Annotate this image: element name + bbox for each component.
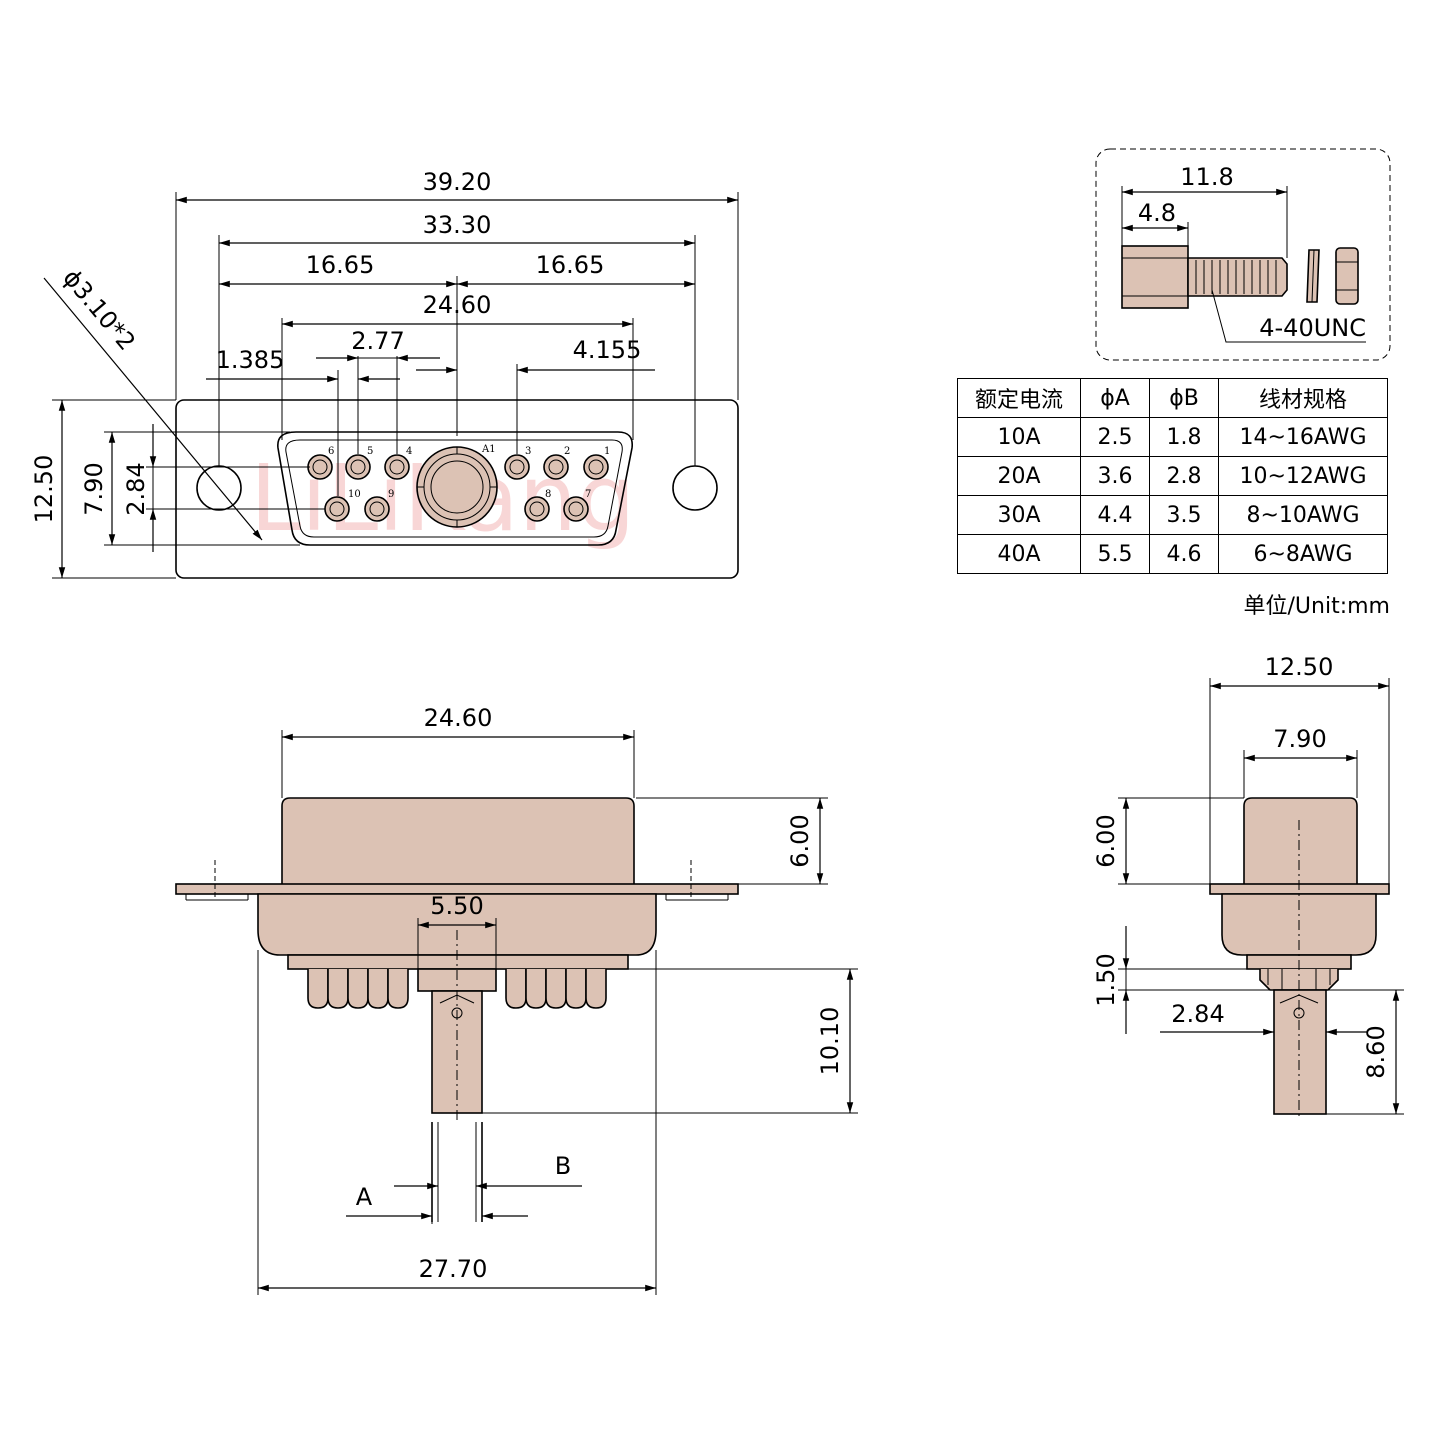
- label-b: B: [555, 1152, 571, 1180]
- pin-label: 1: [604, 446, 610, 457]
- thread-spec: 4-40UNC: [1259, 314, 1366, 342]
- cell-diameter-a: 5.5: [1080, 534, 1150, 574]
- cell-current: 30A: [957, 495, 1081, 535]
- pin-label: 9: [388, 489, 394, 500]
- pin-label: 7: [585, 489, 591, 500]
- side-shell-top: [281, 797, 635, 884]
- cell-current: 10A: [957, 417, 1081, 457]
- cell-diameter-a: 3.6: [1080, 456, 1150, 496]
- header-diameter-b: ϕB: [1149, 378, 1219, 418]
- dim-end-tail-length: 8.60: [1362, 1025, 1390, 1078]
- pin-6: [307, 454, 333, 480]
- cell-current: 20A: [957, 456, 1081, 496]
- dim-offset-right: 4.155: [573, 336, 642, 364]
- header-diameter-a: ϕA: [1080, 378, 1150, 418]
- table-row: 30A 4.4 3.5 8~10AWG: [957, 495, 1388, 535]
- dim-end-shell-height: 7.90: [1273, 725, 1326, 753]
- side-view: 24.60 6.00 5.50 10.10 27.70 A B: [175, 704, 858, 1295]
- cell-wire-spec: 10~12AWG: [1218, 456, 1388, 496]
- pin-8: [524, 496, 550, 522]
- pin-row-top: [307, 454, 609, 480]
- front-d-shell: [277, 431, 634, 546]
- pin-3: [504, 454, 530, 480]
- dim-side-shell-width: 24.60: [424, 704, 493, 732]
- cell-wire-spec: 6~8AWG: [1218, 534, 1388, 574]
- dim-screw-hex-length: 4.8: [1138, 199, 1176, 227]
- dim-pin-pitch: 2.77: [351, 327, 404, 355]
- pin-label: 4: [406, 446, 412, 457]
- cell-current: 40A: [957, 534, 1081, 574]
- pin-label: A1: [481, 444, 496, 455]
- table-row: 40A 5.5 4.6 6~8AWG: [957, 534, 1388, 574]
- unit-note: 单位/Unit:mm: [1243, 594, 1390, 619]
- dim-contact-width: 5.50: [430, 892, 483, 920]
- end-view: 12.50 7.90 6.00 1.50 2.84 8.60: [1092, 653, 1404, 1120]
- pin-9: [364, 496, 390, 522]
- pin-label: 6: [328, 446, 334, 457]
- end-contact-barrel: [1273, 989, 1327, 1115]
- dim-end-standoff: 1.50: [1092, 953, 1120, 1006]
- cell-diameter-b: 3.5: [1149, 495, 1219, 535]
- side-insulator: [287, 954, 629, 970]
- power-contact-a1: [416, 446, 498, 528]
- screw-detail-frame: [1095, 148, 1391, 361]
- pin-1: [583, 454, 609, 480]
- pin-row-bottom: [324, 496, 589, 522]
- pin-10: [324, 496, 350, 522]
- dim-screw-total-length: 11.8: [1180, 163, 1233, 191]
- cell-diameter-a: 4.4: [1080, 495, 1150, 535]
- dim-half-left: 16.65: [306, 251, 375, 279]
- dim-shell-height: 7.90: [80, 462, 108, 515]
- pin-7: [563, 496, 589, 522]
- end-shell-top: [1243, 797, 1358, 884]
- cell-wire-spec: 8~10AWG: [1218, 495, 1388, 535]
- dim-end-shell-depth: 6.00: [1092, 814, 1120, 867]
- dim-end-row-spacing: 2.84: [1171, 1000, 1224, 1028]
- dim-shell-width: 24.60: [423, 291, 492, 319]
- label-a: A: [356, 1183, 373, 1211]
- mount-hole-right: [672, 465, 718, 511]
- screw-detail: 11.8 4.8 4-40UNC: [1095, 148, 1391, 361]
- dim-body-width: 27.70: [419, 1255, 488, 1283]
- dim-tail-length: 10.10: [816, 1007, 844, 1076]
- table-row: 10A 2.5 1.8 14~16AWG: [957, 417, 1388, 457]
- dim-end-overall-height: 12.50: [1265, 653, 1334, 681]
- screw-thread: [1187, 257, 1288, 297]
- dim-mount-hole-spacing: 33.30: [423, 211, 492, 239]
- pin-label: 5: [367, 446, 373, 457]
- cell-diameter-b: 1.8: [1149, 417, 1219, 457]
- cell-diameter-b: 2.8: [1149, 456, 1219, 496]
- spec-table-header: 额定电流 ϕA ϕB 线材规格: [957, 378, 1388, 418]
- pin-label: 8: [545, 489, 551, 500]
- dim-row-spacing: 2.84: [122, 462, 150, 515]
- side-pin-tails: [307, 969, 607, 1009]
- header-wire-spec: 线材规格: [1218, 378, 1388, 418]
- table-row: 20A 3.6 2.8 10~12AWG: [957, 456, 1388, 496]
- hex-standoff: [1121, 245, 1189, 309]
- hex-nut: [1335, 247, 1359, 305]
- dim-offset-left: 1.385: [216, 346, 285, 374]
- cell-diameter-a: 2.5: [1080, 417, 1150, 457]
- cell-wire-spec: 14~16AWG: [1218, 417, 1388, 457]
- front-d-shell-inner: [285, 439, 623, 538]
- front-view: LiLiKang: [30, 168, 739, 579]
- dim-overall-height: 12.50: [30, 455, 58, 524]
- pin-label: 2: [564, 446, 570, 457]
- pin-label: 3: [525, 446, 531, 457]
- pin-label: 10: [348, 489, 361, 500]
- cell-diameter-b: 4.6: [1149, 534, 1219, 574]
- spec-table: 额定电流 ϕA ϕB 线材规格 10A 2.5 1.8 14~16AWG 20A…: [957, 378, 1388, 574]
- pin-4: [384, 454, 410, 480]
- pin-5: [345, 454, 371, 480]
- dim-half-right: 16.65: [536, 251, 605, 279]
- pin-2: [543, 454, 569, 480]
- dim-overall-width: 39.20: [423, 168, 492, 196]
- dim-side-shell-depth: 6.00: [786, 814, 814, 867]
- header-rated-current: 额定电流: [957, 378, 1081, 418]
